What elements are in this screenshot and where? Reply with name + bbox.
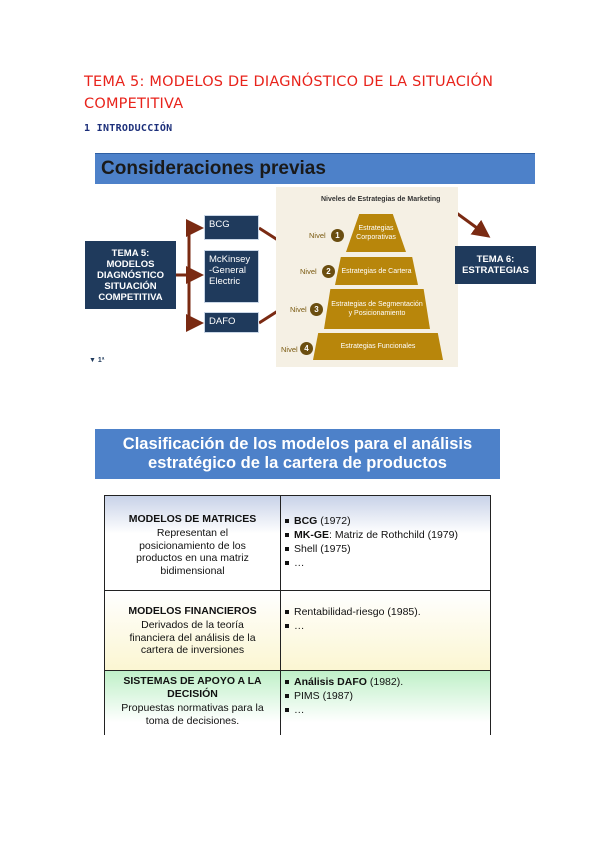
list-item: … bbox=[285, 619, 485, 633]
level-4-number: 4 bbox=[300, 342, 313, 355]
list-item: Análisis DAFO (1982). bbox=[285, 675, 485, 689]
pyramid-title: Niveles de Estrategias de Marketing bbox=[321, 196, 441, 203]
slide-header-title: Consideraciones previas bbox=[101, 158, 326, 179]
list-item: Shell (1975) bbox=[285, 542, 485, 556]
row-items-cell: BCG (1972) MK-GE: Matriz de Rothchild (1… bbox=[285, 496, 485, 608]
row-label-cell: SISTEMAS DE APOYO A LA DECISIÓN Propuest… bbox=[105, 671, 281, 735]
bullet-icon bbox=[285, 708, 289, 713]
bullet-icon bbox=[285, 561, 289, 566]
table-row: MODELOS FINANCIEROS Derivados de la teor… bbox=[105, 591, 490, 671]
arrow-to-bcg bbox=[176, 219, 204, 277]
bullet-icon bbox=[285, 680, 289, 685]
tema5-box: TEMA 5: MODELOS DIAGNÓSTICO SITUACIÓN CO… bbox=[85, 241, 176, 309]
level-2-number: 2 bbox=[322, 265, 335, 278]
bullet-icon bbox=[285, 519, 289, 524]
bullet-icon bbox=[285, 694, 289, 699]
tema5-label: TEMA 5: MODELOS DIAGNÓSTICO SITUACIÓN CO… bbox=[96, 247, 165, 303]
slide-header: Consideraciones previas bbox=[95, 153, 535, 184]
bullet-icon bbox=[285, 624, 289, 629]
level-2-label: Nivel bbox=[300, 267, 317, 276]
model-mckinsey: McKinsey -General Electric bbox=[204, 250, 259, 303]
classification-table: MODELOS DE MATRICES Representan el posic… bbox=[104, 495, 491, 735]
row-items-cell: Análisis DAFO (1982). PIMS (1987) … bbox=[285, 671, 485, 739]
classification-header: Clasificación de los modelos para el aná… bbox=[95, 429, 500, 479]
row-label-cell: MODELOS FINANCIEROS Derivados de la teor… bbox=[105, 591, 281, 670]
row-label-cell: MODELOS DE MATRICES Representan el posic… bbox=[105, 496, 281, 590]
level-3-label: Nivel bbox=[290, 305, 307, 314]
table-row: SISTEMAS DE APOYO A LA DECISIÓN Propuest… bbox=[105, 671, 490, 735]
table-row: MODELOS DE MATRICES Representan el posic… bbox=[105, 496, 490, 591]
classification-title: Clasificación de los modelos para el aná… bbox=[122, 435, 473, 472]
bullet-icon bbox=[285, 533, 289, 538]
row-title: MODELOS DE MATRICES bbox=[128, 513, 257, 525]
model-dafo: DAFO bbox=[204, 312, 259, 333]
tema6-box: TEMA 6: ESTRATEGIAS bbox=[455, 246, 536, 284]
row-title: MODELOS FINANCIEROS bbox=[128, 605, 257, 617]
list-item: MK-GE: Matriz de Rothchild (1979) bbox=[285, 528, 485, 542]
list-item: … bbox=[285, 703, 485, 717]
level-1-label: Nivel bbox=[309, 231, 326, 240]
bullet-icon bbox=[285, 610, 289, 615]
row-items-cell: Rentabilidad-riesgo (1985). … bbox=[285, 591, 485, 684]
list-item: BCG (1972) bbox=[285, 514, 485, 528]
document-title: TEMA 5: MODELOS DE DIAGNÓSTICO DE LA SIT… bbox=[84, 74, 494, 112]
row-description: Representan el posicionamiento de los pr… bbox=[136, 527, 249, 577]
slide-number: ▼ 1ª bbox=[89, 357, 105, 364]
level-3-number: 3 bbox=[310, 303, 323, 316]
tier-cartera: Estrategias de Cartera bbox=[335, 257, 418, 285]
row-description: Propuestas normativas para la toma de de… bbox=[121, 702, 264, 727]
section-heading: 1 INTRODUCCIÓN bbox=[84, 123, 173, 134]
slide-consideraciones: Consideraciones previas TEMA 5: MODELOS … bbox=[83, 147, 536, 369]
tier-segmentacion: Estrategias de Segmentación y Posicionam… bbox=[324, 289, 430, 329]
row-title: SISTEMAS DE APOYO A LA DECISIÓN bbox=[123, 675, 262, 700]
bullet-icon bbox=[285, 547, 289, 552]
arrow-to-dafo bbox=[186, 275, 204, 332]
list-item: … bbox=[285, 556, 485, 570]
model-bcg: BCG bbox=[204, 215, 259, 240]
slide-number-label: 1ª bbox=[97, 357, 105, 364]
level-4-label: Nivel bbox=[281, 345, 298, 354]
list-item: Rentabilidad-riesgo (1985). bbox=[285, 605, 485, 619]
tier-funcionales: Estrategias Funcionales bbox=[313, 333, 443, 360]
list-item: PIMS (1987) bbox=[285, 689, 485, 703]
row-description: Derivados de la teoría financiera del an… bbox=[129, 619, 256, 656]
level-1-number: 1 bbox=[331, 229, 344, 242]
